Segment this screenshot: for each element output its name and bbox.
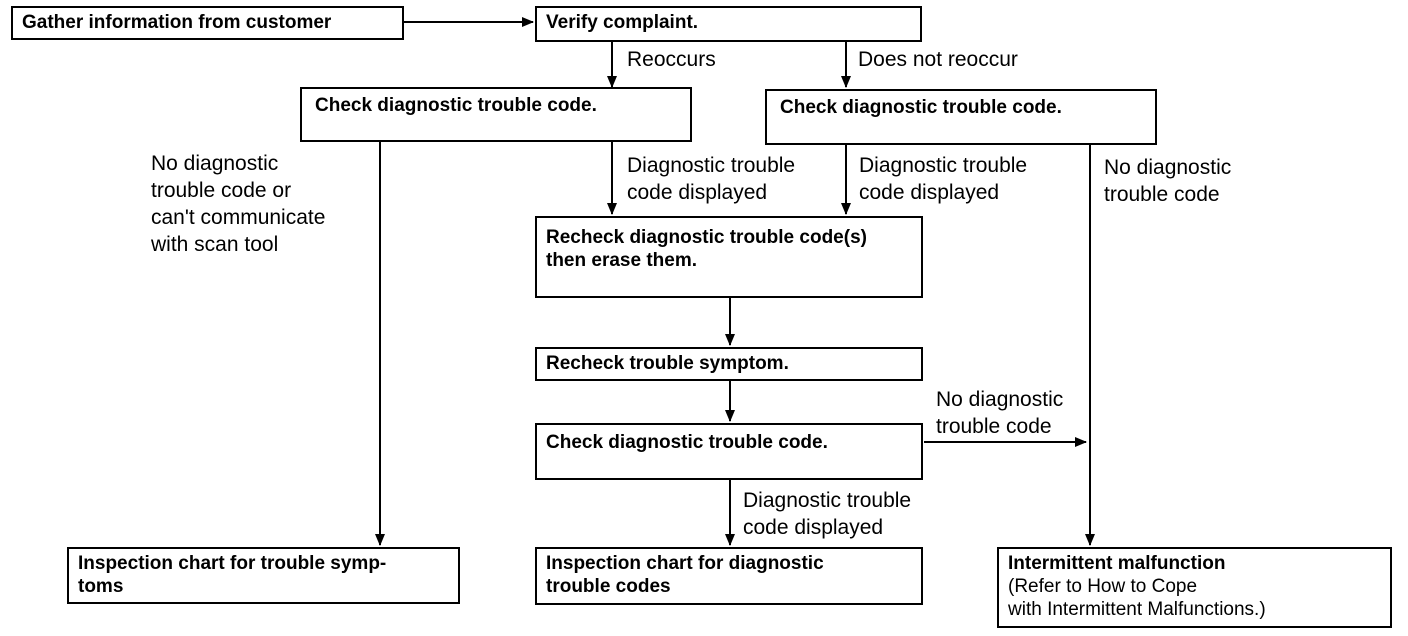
code-displayed-label-3: Diagnostic trouble code displayed [743, 489, 912, 539]
code-displayed-label-1: Diagnostic trouble code displayed [627, 154, 796, 204]
recheck-symptom-text: Recheck trouble symptom. [546, 353, 789, 374]
symptom-chart-text: Inspection chart for trouble symp- toms [78, 553, 387, 597]
no-code-mid-label: No diagnostic trouble code [936, 388, 1064, 438]
reoccurs-label: Reoccurs [627, 48, 716, 71]
code-displayed-label-2: Diagnostic trouble code displayed [859, 154, 1028, 204]
intermittent-box: Intermittent malfunction (Refer to How t… [997, 547, 1392, 628]
recheck-erase-box: Recheck diagnostic trouble code(s) then … [535, 216, 923, 298]
recheck-symptom-box: Recheck trouble symptom. [535, 347, 923, 381]
gather-information-box: Gather information from customer [11, 6, 404, 40]
code-chart-box: Inspection chart for diagnostic trouble … [535, 547, 923, 605]
not-reoccur-label: Does not reoccur [858, 48, 1018, 71]
intermittent-note: (Refer to How to Cope with Intermittent … [1008, 576, 1266, 620]
check-code-mid-box: Check diagnostic trouble code. [535, 423, 923, 480]
check-code-left-box: Check diagnostic trouble code. [300, 87, 692, 142]
code-chart-text: Inspection chart for diagnostic trouble … [546, 553, 824, 597]
no-code-left-label: No diagnostic trouble code or can't comm… [151, 152, 326, 256]
recheck-erase-text: Recheck diagnostic trouble code(s) then … [546, 227, 867, 271]
gather-information-text: Gather information from customer [22, 12, 332, 33]
no-code-right-label: No diagnostic trouble code [1104, 156, 1232, 206]
verify-complaint-box: Verify complaint. [535, 6, 922, 42]
verify-complaint-text: Verify complaint. [546, 12, 699, 33]
symptom-chart-box: Inspection chart for trouble symp- toms [67, 547, 460, 604]
intermittent-title: Intermittent malfunction [1008, 553, 1226, 574]
check-code-right-box: Check diagnostic trouble code. [765, 89, 1157, 145]
check-code-left-text: Check diagnostic trouble code. [315, 95, 597, 116]
check-code-mid-text: Check diagnostic trouble code. [546, 432, 828, 453]
check-code-right-text: Check diagnostic trouble code. [780, 97, 1062, 118]
